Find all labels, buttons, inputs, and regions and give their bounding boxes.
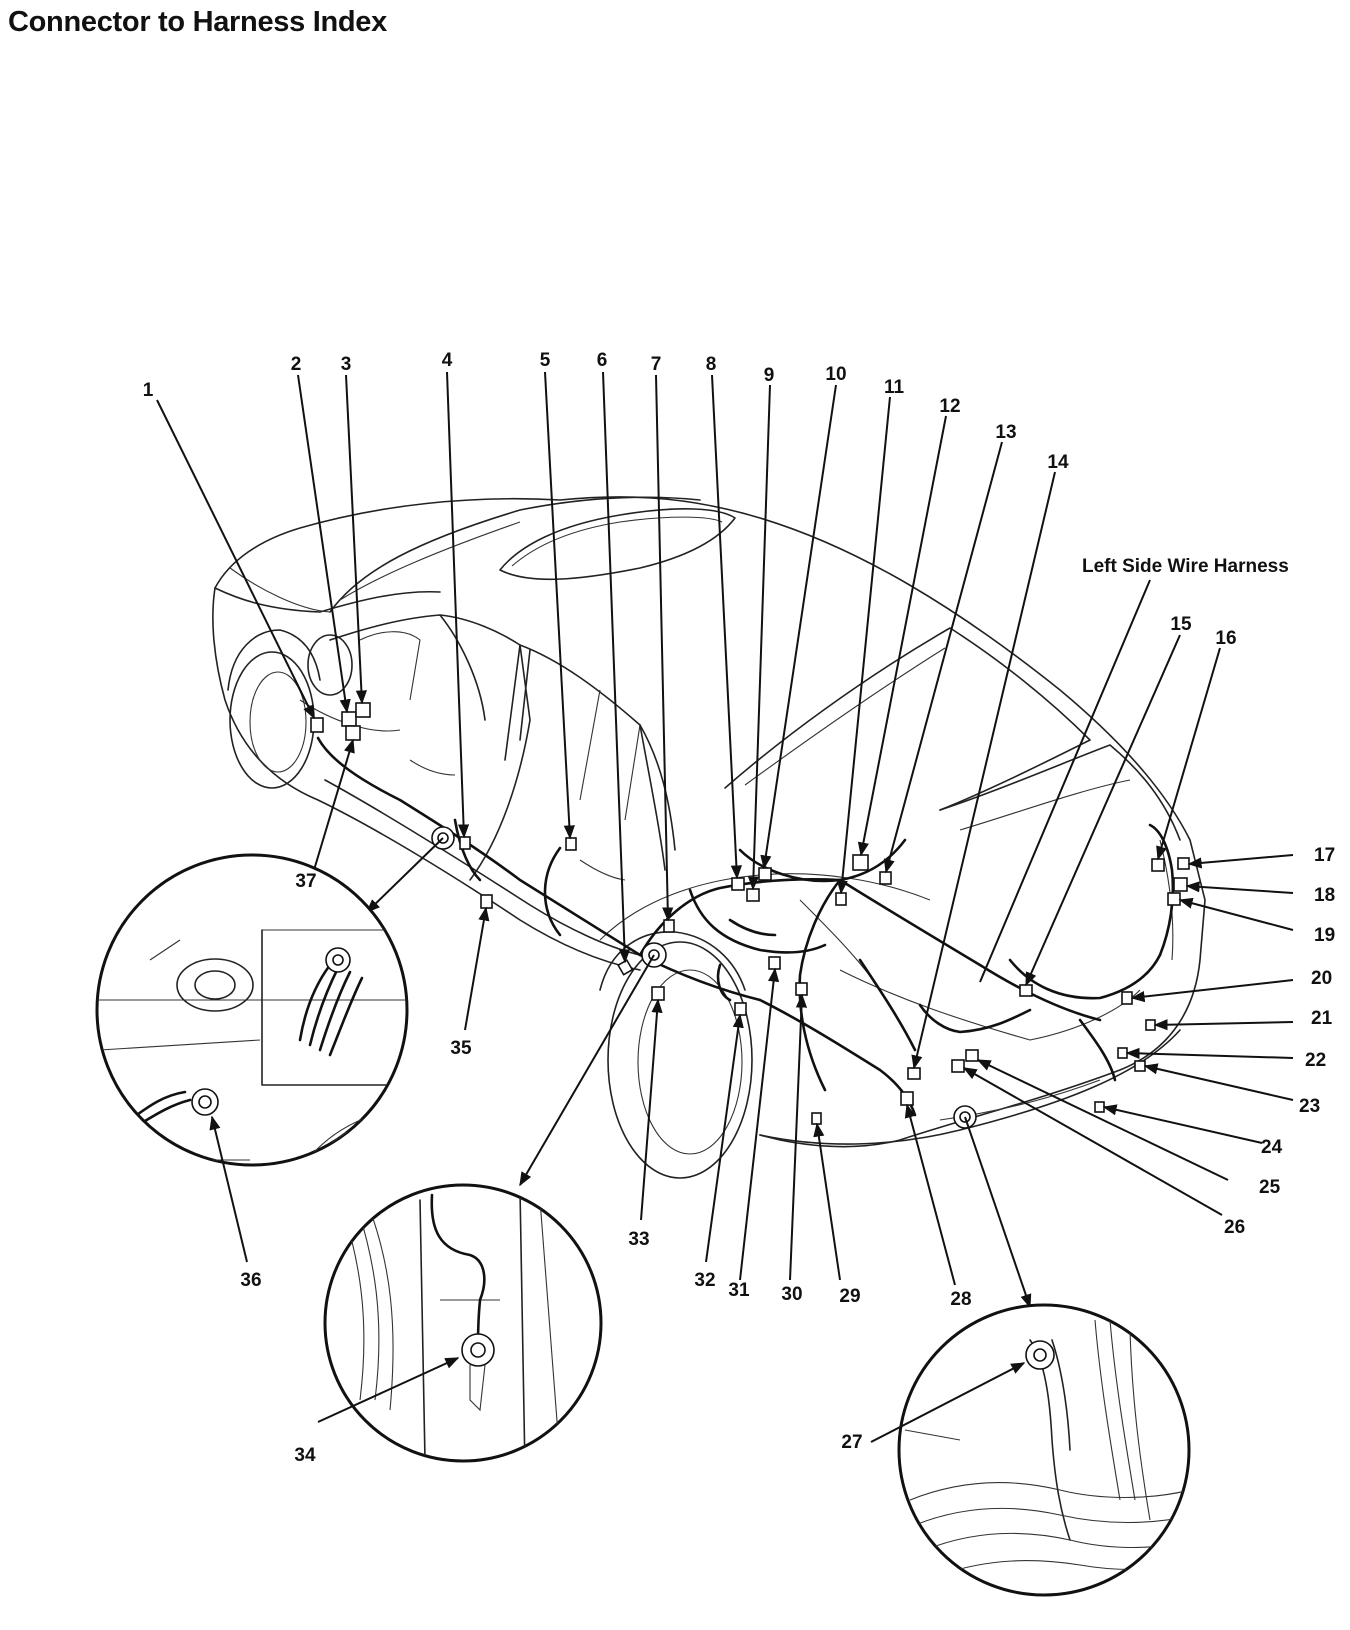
connector-17[interactable] bbox=[1177, 857, 1190, 870]
connector-37[interactable] bbox=[345, 725, 361, 741]
callout-36: 36 bbox=[240, 1270, 261, 1291]
callout-29: 29 bbox=[839, 1286, 860, 1307]
callout-labels: 1 2 3 4 5 6 7 8 9 10 11 12 13 14 15 16 1… bbox=[143, 350, 1335, 1466]
connector-19[interactable] bbox=[1167, 892, 1181, 906]
callout-21: 21 bbox=[1311, 1008, 1333, 1029]
callout-24: 24 bbox=[1261, 1137, 1283, 1158]
callout-32: 32 bbox=[694, 1270, 715, 1291]
callout-12: 12 bbox=[939, 396, 960, 417]
detail-view-27 bbox=[870, 1303, 1191, 1597]
callout-6: 6 bbox=[597, 350, 608, 371]
connector-31[interactable] bbox=[768, 956, 781, 970]
connector-21[interactable] bbox=[1145, 1019, 1156, 1031]
callout-33: 33 bbox=[628, 1229, 649, 1250]
connector-6[interactable] bbox=[617, 959, 634, 976]
connector-22[interactable] bbox=[1117, 1047, 1128, 1059]
callout-22: 22 bbox=[1305, 1050, 1326, 1071]
callout-1: 1 bbox=[143, 380, 154, 401]
callout-9: 9 bbox=[764, 365, 775, 386]
callout-19: 19 bbox=[1314, 925, 1335, 946]
callout-25: 25 bbox=[1259, 1177, 1281, 1198]
callout-18: 18 bbox=[1314, 885, 1335, 906]
connector-28[interactable] bbox=[900, 1091, 914, 1106]
callout-17: 17 bbox=[1314, 845, 1335, 866]
left-side-wire-harness-label: Left Side Wire Harness bbox=[1082, 556, 1289, 577]
connector-12[interactable] bbox=[852, 854, 869, 871]
callout-37: 37 bbox=[295, 871, 316, 892]
connector-3[interactable] bbox=[355, 702, 371, 718]
connector-18[interactable] bbox=[1173, 877, 1188, 892]
connector-29[interactable] bbox=[811, 1112, 822, 1125]
connector-23[interactable] bbox=[1134, 1060, 1146, 1072]
connector-16[interactable] bbox=[1151, 858, 1165, 872]
connector-9[interactable] bbox=[746, 888, 760, 902]
connector-8[interactable] bbox=[731, 877, 745, 891]
callout-30: 30 bbox=[781, 1284, 802, 1305]
connector-32[interactable] bbox=[734, 1002, 747, 1016]
connector-4[interactable] bbox=[459, 836, 471, 850]
callout-35: 35 bbox=[450, 1038, 472, 1059]
callout-5: 5 bbox=[540, 350, 551, 371]
connector-24[interactable] bbox=[1094, 1101, 1105, 1113]
leader-lines bbox=[156, 371, 1294, 1309]
connector-26[interactable] bbox=[951, 1059, 965, 1073]
callout-10: 10 bbox=[825, 364, 846, 385]
connector-25[interactable] bbox=[965, 1049, 979, 1062]
callout-23: 23 bbox=[1299, 1096, 1320, 1117]
connector-5[interactable] bbox=[565, 837, 577, 851]
connector-33[interactable] bbox=[651, 986, 665, 1001]
callout-16: 16 bbox=[1215, 628, 1236, 649]
connector-15[interactable] bbox=[1019, 984, 1033, 997]
connector-14[interactable] bbox=[907, 1067, 921, 1080]
callout-13: 13 bbox=[995, 422, 1016, 443]
callout-31: 31 bbox=[728, 1280, 750, 1301]
page-title: Connector to Harness Index bbox=[8, 6, 387, 38]
callout-3: 3 bbox=[341, 354, 352, 375]
connector-10[interactable] bbox=[758, 867, 772, 881]
connector-13[interactable] bbox=[879, 871, 892, 885]
wire-harness bbox=[316, 736, 1175, 1117]
connector-11[interactable] bbox=[835, 892, 847, 906]
callout-11: 11 bbox=[884, 377, 905, 398]
connector-20[interactable] bbox=[1121, 991, 1133, 1005]
callout-28: 28 bbox=[950, 1289, 971, 1310]
callout-7: 7 bbox=[651, 354, 662, 375]
detail-view-34 bbox=[317, 1183, 603, 1463]
callout-8: 8 bbox=[706, 354, 717, 375]
callout-4: 4 bbox=[442, 350, 453, 371]
callout-20: 20 bbox=[1311, 968, 1332, 989]
callout-14: 14 bbox=[1047, 452, 1069, 473]
connector-1[interactable] bbox=[310, 717, 324, 733]
callout-2: 2 bbox=[291, 354, 302, 375]
callout-15: 15 bbox=[1170, 614, 1192, 635]
callout-26: 26 bbox=[1224, 1217, 1245, 1238]
connector-30[interactable] bbox=[795, 982, 808, 996]
connector-7[interactable] bbox=[663, 919, 675, 933]
connector-2[interactable] bbox=[341, 711, 357, 727]
connector-35[interactable] bbox=[480, 894, 493, 909]
callout-27: 27 bbox=[841, 1432, 862, 1453]
callout-34: 34 bbox=[294, 1445, 316, 1466]
detail-view-36 bbox=[95, 853, 409, 1263]
